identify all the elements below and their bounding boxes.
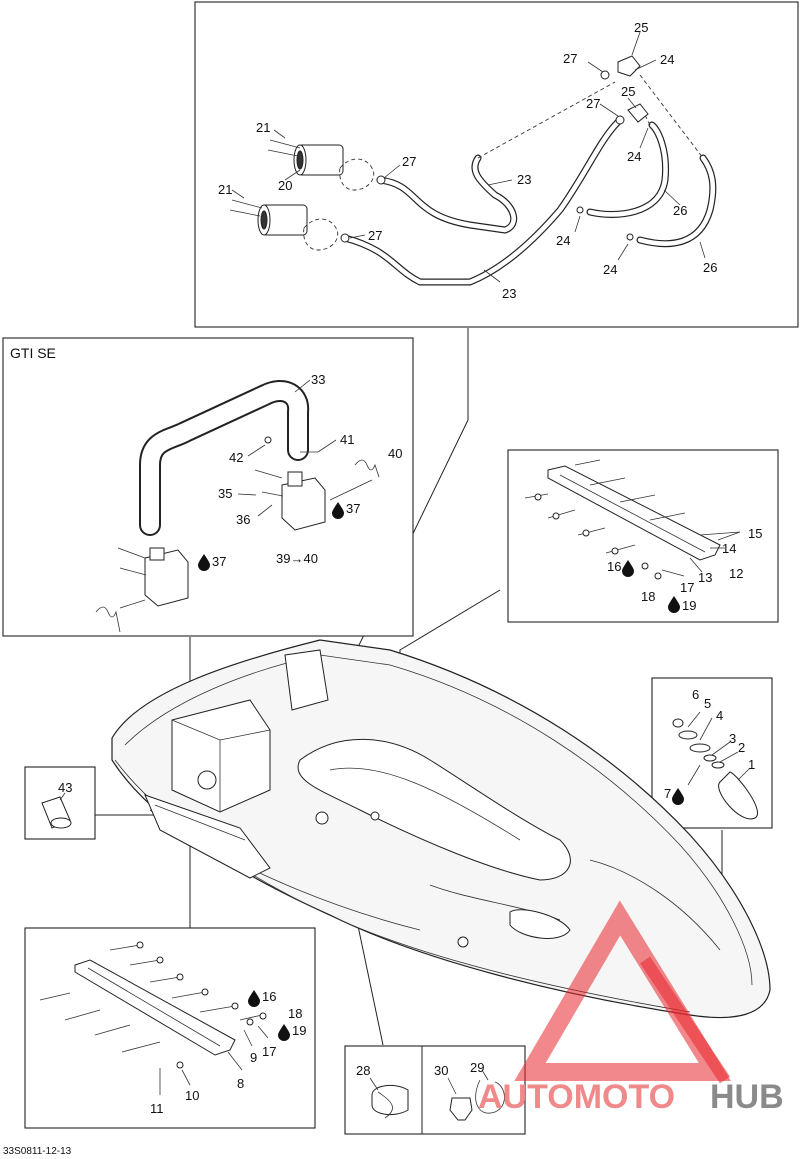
- automotohub-logo: AUTOMOTO HUB: [478, 900, 784, 1116]
- callout-7: 7: [664, 786, 671, 801]
- oil-drop-icon: [332, 502, 344, 519]
- callout-3: 3: [729, 731, 736, 746]
- callout-21a: 21: [256, 120, 270, 135]
- hull-drawing: [111, 639, 771, 1019]
- callout-24b: 24: [627, 149, 641, 164]
- panel-clips: [344, 1045, 526, 1135]
- callout-18a: 18: [641, 589, 655, 604]
- callout-23a: 23: [517, 172, 531, 187]
- callout-24c: 24: [556, 233, 570, 248]
- callout-27b: 27: [586, 96, 600, 111]
- callout-23b: 23: [502, 286, 516, 301]
- callout-4: 4: [716, 708, 723, 723]
- callout-17b: 17: [262, 1044, 276, 1059]
- callout-5: 5: [704, 696, 711, 711]
- callout-19a: 19: [682, 598, 696, 613]
- callout-21b: 21: [218, 182, 232, 197]
- clips-callouts: 28 30 29: [356, 1060, 484, 1078]
- rail-callouts: 15 14 12 13 16 17 18 19: [607, 526, 762, 613]
- callout-19b: 19: [292, 1023, 306, 1038]
- panel-gti-se: GTI SE: [2, 337, 414, 637]
- callout-25b: 25: [621, 84, 635, 99]
- gti-callouts: 33 41 42 40 35 36 37 39→40 37: [198, 372, 402, 571]
- callout-16a: 16: [607, 559, 621, 574]
- callout-10: 10: [185, 1088, 199, 1103]
- callout-16b: 16: [262, 989, 276, 1004]
- drawing-code: 33S0811-12-13: [3, 1146, 72, 1157]
- cable-callouts: 6 5 4 3 2 1 7: [664, 687, 755, 805]
- callout-11: 11: [150, 1101, 164, 1116]
- panel-footrest: [24, 927, 316, 1129]
- callout-12: 12: [729, 566, 743, 581]
- callout-26b: 26: [703, 260, 717, 275]
- callout-29: 29: [470, 1060, 484, 1075]
- callout-42: 42: [229, 450, 243, 465]
- callout-6: 6: [692, 687, 699, 702]
- callout-14: 14: [722, 541, 736, 556]
- callout-13: 13: [698, 570, 712, 585]
- oil-drop-icon: [278, 1024, 290, 1041]
- oil-drop-icon: [248, 990, 260, 1007]
- oil-drop-icon: [198, 554, 210, 571]
- callout-27a: 27: [563, 51, 577, 66]
- callout-36: 36: [236, 512, 250, 527]
- oil-drop-icon: [622, 560, 634, 577]
- callout-28: 28: [356, 1063, 370, 1078]
- callout-37a: 37: [346, 501, 360, 516]
- panel-title: GTI SE: [10, 345, 56, 361]
- callout-8: 8: [237, 1076, 244, 1091]
- callout-17a: 17: [680, 580, 694, 595]
- logo-text-red: AUTOMOTO: [478, 1078, 675, 1116]
- panel-cable: [651, 677, 773, 829]
- callout-43: 43: [58, 780, 72, 795]
- panel-rail: [507, 449, 779, 623]
- callout-35: 35: [218, 486, 232, 501]
- callout-37b: 37: [212, 554, 226, 569]
- callout-39-40: 39→40: [276, 551, 318, 566]
- callout-30: 30: [434, 1063, 448, 1078]
- callout-1: 1: [748, 757, 755, 772]
- callout-9: 9: [250, 1050, 257, 1065]
- callout-20: 20: [278, 178, 292, 193]
- panel-hoses: [194, 1, 799, 328]
- callout-27d: 27: [368, 228, 382, 243]
- callout-2: 2: [738, 740, 745, 755]
- callout-33: 33: [311, 372, 325, 387]
- callout-18b: 18: [288, 1006, 302, 1021]
- callout-24d: 24: [603, 262, 617, 277]
- callout-24a: 24: [660, 52, 674, 67]
- callout-26a: 26: [673, 203, 687, 218]
- logo-text-grey: HUB: [710, 1078, 784, 1116]
- callout-40: 40: [388, 446, 402, 461]
- callout-25a: 25: [634, 20, 648, 35]
- callout-27c: 27: [402, 154, 416, 169]
- hoses-callouts: 25 27 24 25 27 24 23 27 27 20 21 21 23 2…: [218, 20, 717, 301]
- oil-drop-icon: [668, 596, 680, 613]
- footrest-callouts: 16 18 19 17 9 8 10 11: [150, 989, 306, 1116]
- callout-15: 15: [748, 526, 762, 541]
- callout-41: 41: [340, 432, 354, 447]
- panel-grommet: 43: [24, 766, 96, 840]
- oil-drop-icon: [672, 788, 684, 805]
